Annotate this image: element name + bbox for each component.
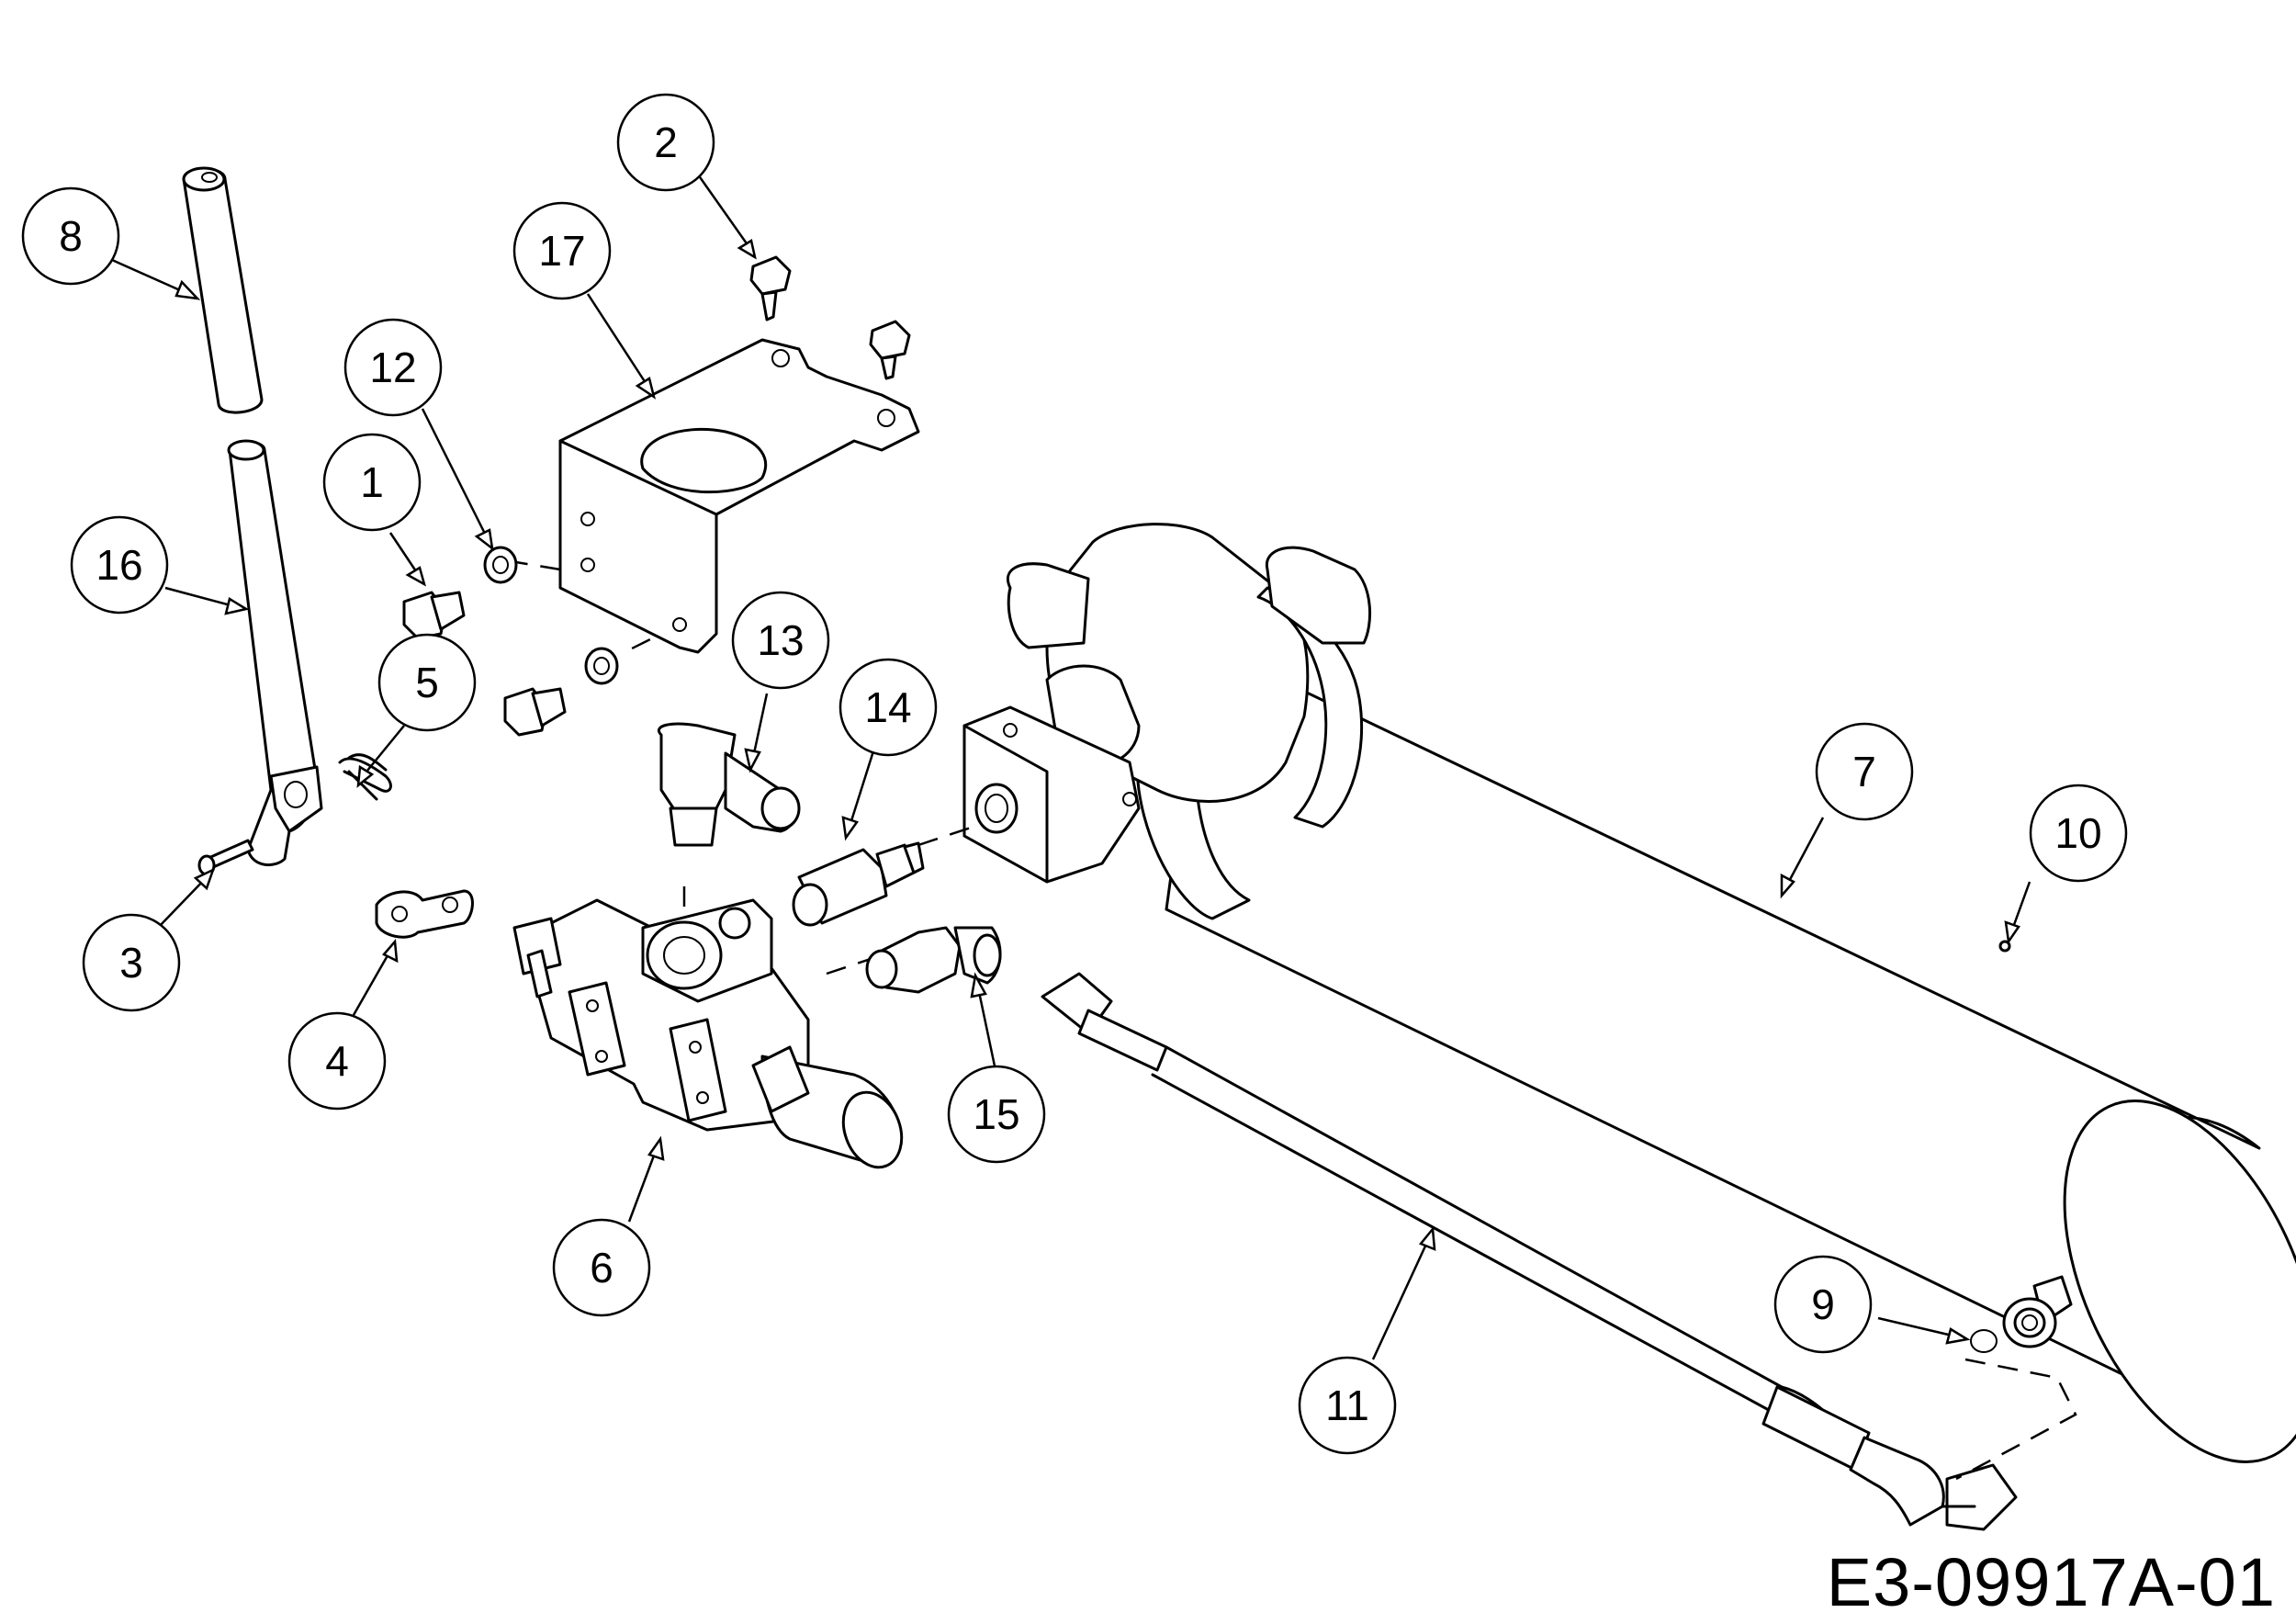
callout-3: 3 [82, 913, 181, 1012]
mounting-bracket [558, 338, 920, 654]
callout-5: 5 [377, 633, 477, 732]
callout-2-label: 2 [654, 118, 678, 166]
elbow-fitting-15 [865, 926, 1002, 994]
connection-dash-9 [1955, 1358, 2077, 1481]
straight-fitting-14 [792, 841, 925, 927]
hydraulic-hose [1041, 972, 2018, 1531]
handle-lever [227, 439, 323, 867]
chain-link [375, 889, 474, 939]
callout-14: 14 [838, 658, 938, 757]
bolt-2 [749, 255, 911, 380]
callout-15-label: 15 [973, 1090, 1019, 1138]
callout-2: 2 [616, 93, 715, 192]
callout-14-label: 14 [864, 683, 911, 731]
callout-16-label: 16 [96, 541, 142, 589]
callout-12: 12 [343, 318, 443, 417]
callout-9: 9 [1773, 1255, 1873, 1354]
callout-1-label: 1 [360, 458, 384, 506]
callout-16: 16 [70, 515, 169, 615]
washer-12 [483, 546, 619, 685]
callout-17-label: 17 [538, 227, 585, 275]
small-part-10 [1998, 940, 2011, 953]
clevis-pin [197, 839, 254, 876]
connection-dash-14 [917, 825, 974, 847]
callout-8: 8 [21, 186, 120, 286]
bolt-1 [402, 591, 567, 737]
handle-grip [182, 166, 264, 414]
callout-10-label: 10 [2054, 809, 2101, 857]
callout-1: 1 [322, 433, 422, 532]
callout-17: 17 [512, 201, 612, 300]
callout-4: 4 [287, 1011, 387, 1111]
callout-6: 6 [552, 1218, 651, 1317]
callout-8-label: 8 [59, 212, 83, 260]
callout-13-label: 13 [757, 616, 804, 664]
callout-13: 13 [731, 591, 830, 690]
hairpin-clip [338, 753, 392, 801]
callout-15: 15 [947, 1065, 1046, 1164]
callout-9-label: 9 [1811, 1280, 1835, 1328]
control-valve [512, 898, 904, 1169]
o-ring [1970, 1329, 1998, 1353]
callout-5-label: 5 [415, 659, 439, 706]
callout-11-label: 11 [1325, 1382, 1369, 1429]
callout-6-label: 6 [590, 1244, 613, 1291]
callout-7-label: 7 [1852, 748, 1876, 795]
callout-11: 11 [1298, 1356, 1397, 1455]
callout-4-label: 4 [325, 1037, 349, 1085]
drawing-code: E3-09917A-01 [1826, 1544, 2276, 1620]
hydraulic-cylinder [962, 523, 2296, 1463]
callout-7: 7 [1815, 722, 1914, 821]
callout-10: 10 [2029, 784, 2128, 883]
leaders [111, 174, 2032, 1360]
elbow-fitting-13 [658, 722, 801, 847]
callout-12-label: 12 [369, 344, 416, 391]
callout-3-label: 3 [119, 939, 143, 987]
